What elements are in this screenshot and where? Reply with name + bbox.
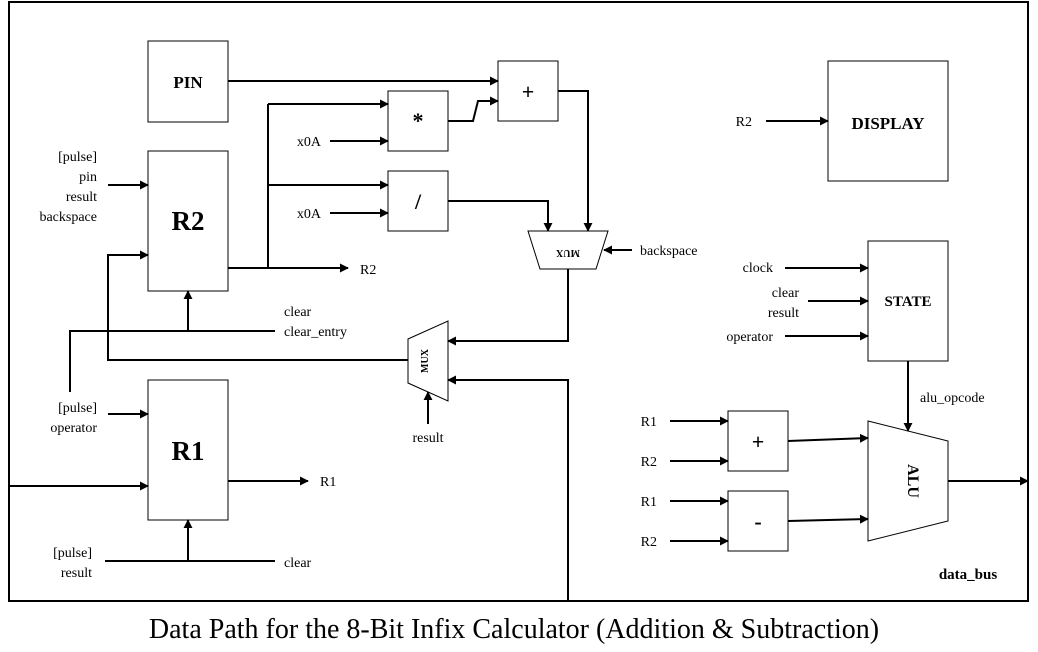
- r2-block-label: R2: [172, 206, 205, 236]
- alu-block-label: ALU: [904, 464, 921, 498]
- label-state-operator: operator: [726, 330, 773, 345]
- multiply-block-label: *: [413, 108, 424, 133]
- adder-block-label: +: [522, 79, 535, 104]
- display-block-label: DISPLAY: [851, 114, 924, 133]
- label-r2-backspace: backspace: [39, 210, 97, 225]
- label-display-in: R2: [736, 115, 752, 130]
- pin-block: [147, 40, 229, 123]
- label-r1b-pulse: [pulse]: [53, 546, 92, 561]
- label-r2-result: result: [66, 190, 97, 205]
- multiply-block: [387, 90, 449, 152]
- wire-mux-to-r2: [107, 250, 408, 361]
- wire-sub-to-alu: [787, 514, 869, 524]
- wire-div-to-mux: [448, 200, 553, 232]
- wire-clear-bus: [69, 330, 275, 392]
- label-clear-entry: clear_entry: [284, 325, 347, 340]
- wire-mux-to-mux: [447, 269, 569, 346]
- mux-top-label: MUX: [555, 247, 580, 258]
- alu-sub-block: [727, 490, 789, 552]
- diagram-frame: [8, 1, 1029, 602]
- wire-mul-to-adder: [448, 96, 499, 122]
- label-r1b-result: result: [61, 566, 92, 581]
- label-mux-result: result: [412, 431, 443, 446]
- label-r1-out: R1: [320, 475, 336, 490]
- label-add-r1: R1: [641, 415, 657, 430]
- divide-block-label: /: [414, 189, 422, 214]
- label-sub-r2: R2: [641, 535, 657, 550]
- label-r1-operator: operator: [50, 421, 97, 436]
- wire-bus-to-mux: [447, 375, 569, 601]
- label-state-result: result: [768, 306, 799, 321]
- wire-adder-to-mux: [558, 90, 593, 232]
- wire-add-to-alu: [787, 433, 869, 443]
- state-block: [867, 240, 949, 362]
- mux-mid-label: MUX: [420, 348, 431, 373]
- adder-block: [497, 60, 559, 122]
- label-mux-backspace: backspace: [640, 244, 698, 259]
- mux-mid: [407, 320, 449, 402]
- label-div-x0a: x0A: [297, 207, 322, 222]
- label-state-clock: clock: [743, 261, 773, 276]
- alu-sub-block-label: -: [754, 509, 761, 534]
- diagram-caption: Data Path for the 8-Bit Infix Calculator…: [149, 614, 879, 645]
- label-alu-opcode: alu_opcode: [920, 391, 985, 406]
- label-add-r2: R2: [641, 455, 657, 470]
- label-r1-pulse: [pulse]: [58, 401, 97, 416]
- label-r2-pulse: [pulse]: [58, 150, 97, 165]
- label-mul-x0a: x0A: [297, 135, 322, 150]
- label-state-clear: clear: [772, 286, 800, 301]
- mux-top: [527, 230, 609, 270]
- label-sub-r1: R1: [641, 495, 657, 510]
- state-block-label: STATE: [885, 294, 932, 310]
- divide-block: [387, 170, 449, 232]
- label-r2-pin: pin: [79, 170, 97, 185]
- label-clear: clear: [284, 305, 312, 320]
- alu-block: [867, 420, 949, 542]
- label-data-bus: data_bus: [939, 567, 998, 583]
- alu-add-block: [727, 410, 789, 472]
- r1-block: [147, 379, 229, 521]
- pin-block-label: PIN: [173, 73, 203, 92]
- label-r2-out: R2: [360, 263, 376, 278]
- label-r1-clear: clear: [284, 556, 312, 571]
- alu-add-block-label: +: [752, 429, 765, 454]
- r2-block: [147, 150, 229, 292]
- r1-block-label: R1: [172, 436, 205, 466]
